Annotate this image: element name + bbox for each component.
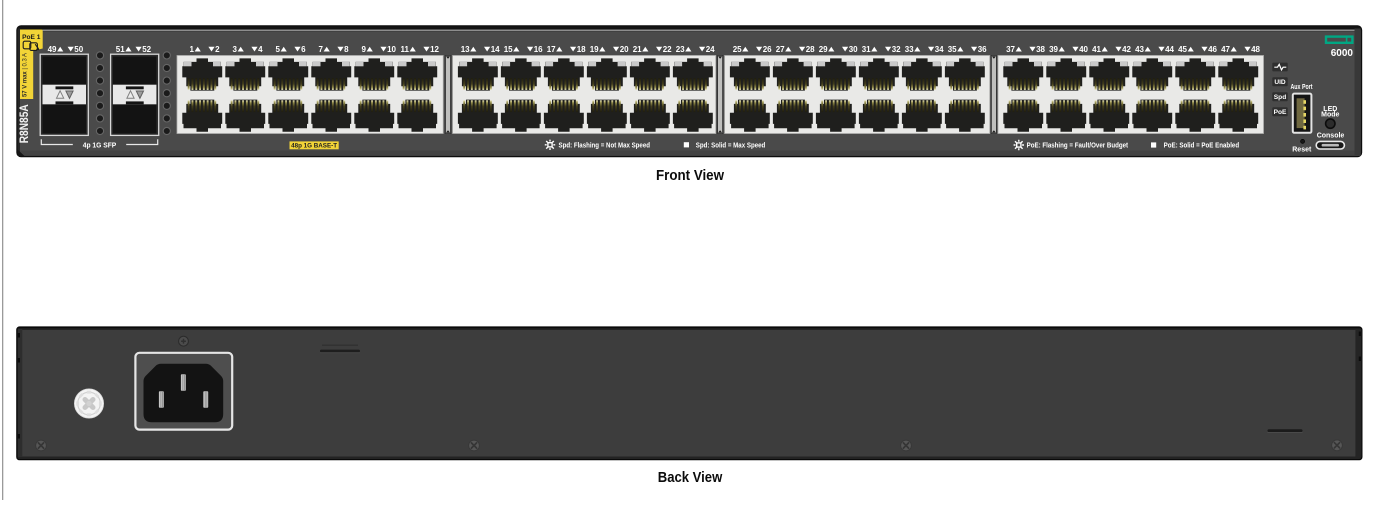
svg-text:14: 14	[491, 45, 500, 54]
svg-text:19: 19	[590, 45, 599, 54]
svg-text:34: 34	[935, 45, 944, 54]
svg-text:20: 20	[620, 45, 629, 54]
svg-text:37: 37	[1006, 45, 1015, 54]
svg-text:11: 11	[401, 45, 410, 54]
svg-text:13: 13	[461, 45, 470, 54]
svg-text:Mode: Mode	[1321, 111, 1339, 118]
svg-text:23: 23	[676, 45, 685, 54]
svg-text:3: 3	[233, 45, 238, 54]
svg-text:16: 16	[534, 45, 543, 54]
svg-text:9: 9	[362, 45, 367, 54]
svg-text:41: 41	[1092, 45, 1101, 54]
svg-text:Console: Console	[1317, 133, 1345, 140]
svg-text:6: 6	[301, 45, 306, 54]
svg-text:52: 52	[142, 45, 151, 54]
svg-text:4p 1G SFP: 4p 1G SFP	[83, 141, 117, 150]
svg-text:36: 36	[978, 45, 987, 54]
svg-text:29: 29	[819, 45, 828, 54]
svg-text:PoE: Solid = PoE Enabled: PoE: Solid = PoE Enabled	[1164, 143, 1240, 150]
svg-text:42: 42	[1122, 45, 1131, 54]
svg-text:8: 8	[344, 45, 349, 54]
svg-text:PoE 1: PoE 1	[22, 34, 41, 41]
svg-text:1: 1	[190, 45, 195, 54]
svg-text:44: 44	[1165, 45, 1174, 54]
svg-text:46: 46	[1208, 45, 1217, 54]
svg-text:Back View: Back View	[658, 470, 723, 486]
svg-text:R8N85A: R8N85A	[19, 104, 31, 143]
svg-text:39: 39	[1049, 45, 1058, 54]
svg-text:17: 17	[547, 45, 556, 54]
svg-text:Reset: Reset	[1292, 147, 1312, 154]
svg-text:Spd: Spd	[1274, 94, 1286, 101]
svg-text:4: 4	[258, 45, 263, 54]
svg-text:Spd: Solid = Max Speed: Spd: Solid = Max Speed	[696, 142, 766, 149]
svg-text:30: 30	[849, 45, 858, 54]
svg-text:10: 10	[387, 45, 396, 54]
svg-text:45: 45	[1178, 45, 1187, 54]
svg-text:48p 1G BASE-T: 48p 1G BASE-T	[291, 143, 337, 150]
svg-text:32: 32	[892, 45, 901, 54]
svg-text:33: 33	[905, 45, 914, 54]
svg-text:35: 35	[948, 45, 957, 54]
svg-text:57 V max | 0.3 A: 57 V max | 0.3 A	[22, 53, 28, 97]
svg-text:5: 5	[276, 45, 281, 54]
svg-text:LED: LED	[1323, 106, 1337, 113]
svg-text:48: 48	[1251, 45, 1260, 54]
svg-text:24: 24	[706, 45, 715, 54]
svg-text:38: 38	[1036, 45, 1045, 54]
svg-text:Aux Port: Aux Port	[1291, 84, 1314, 91]
svg-text:2: 2	[215, 45, 220, 54]
svg-text:UID: UID	[1274, 79, 1286, 86]
svg-text:31: 31	[862, 45, 871, 54]
svg-text:51: 51	[116, 45, 125, 54]
svg-text:Front View: Front View	[656, 168, 725, 184]
svg-text:28: 28	[806, 45, 815, 54]
svg-text:22: 22	[663, 45, 672, 54]
svg-text:50: 50	[74, 45, 83, 54]
svg-text:49: 49	[48, 45, 57, 54]
svg-text:40: 40	[1079, 45, 1088, 54]
svg-text:15: 15	[504, 45, 513, 54]
svg-text:47: 47	[1221, 45, 1230, 54]
svg-text:26: 26	[763, 45, 772, 54]
svg-text:18: 18	[577, 45, 586, 54]
svg-text:43: 43	[1135, 45, 1144, 54]
svg-text:PoE: PoE	[1274, 109, 1287, 116]
svg-text:Spd: Flashing = Not Max Speed: Spd: Flashing = Not Max Speed	[559, 142, 651, 149]
svg-text:25: 25	[733, 45, 742, 54]
svg-text:27: 27	[776, 45, 785, 54]
svg-text:21: 21	[633, 45, 642, 54]
svg-text:7: 7	[319, 45, 324, 54]
svg-text:12: 12	[430, 45, 439, 54]
svg-text:PoE: Flashing = Fault/Over Bud: PoE: Flashing = Fault/Over Budget	[1027, 143, 1129, 150]
svg-text:6000: 6000	[1331, 48, 1354, 59]
